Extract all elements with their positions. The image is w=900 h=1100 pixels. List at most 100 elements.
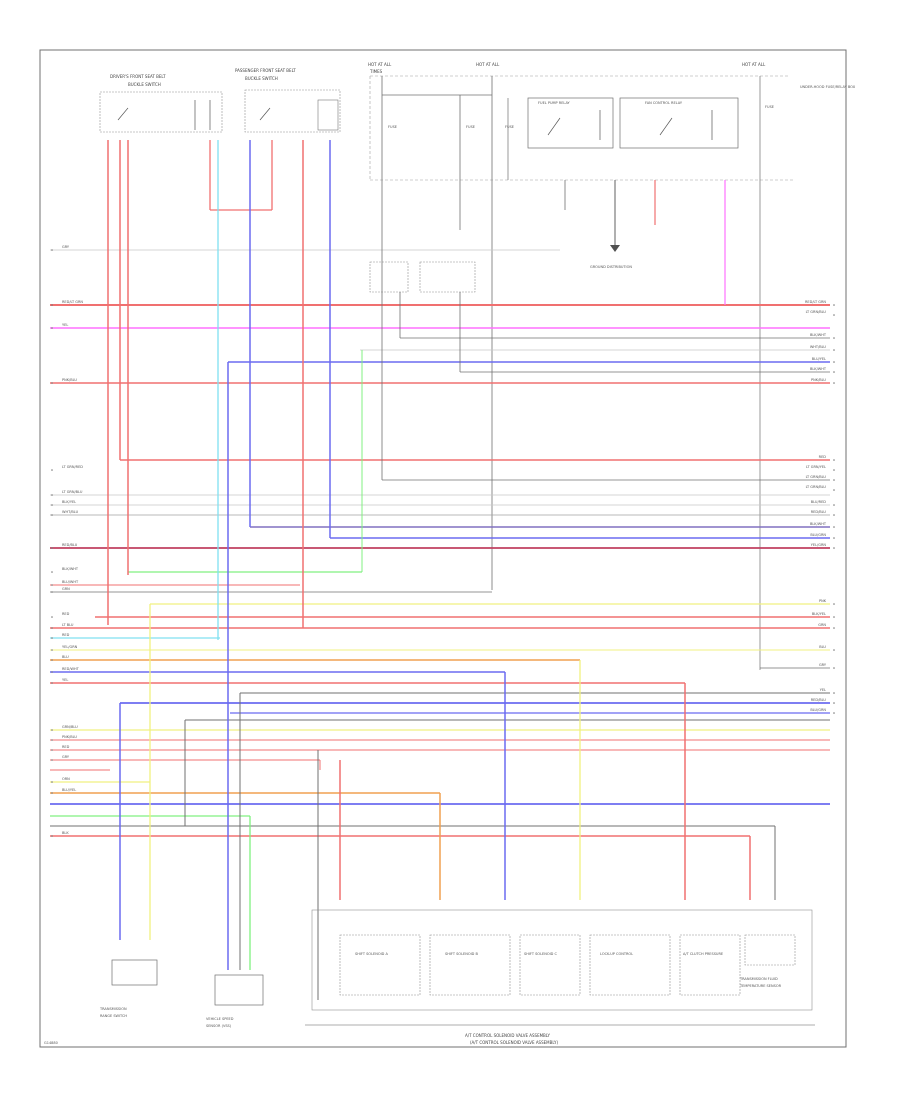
sol5-label: A/T CLUTCH PRESSURE [683,952,723,956]
right-wire-label: BLU/GRN [810,533,826,537]
right-wire-label: BLK/WHT [810,367,827,371]
sensor-mid-sub: SENSOR (VSS) [206,1024,232,1028]
left-wire-label: GRY [62,755,70,759]
ground-label: GROUND DISTRIBUTION [590,265,632,269]
top-switch-mid: PASSENGER FRONT SEAT BELT BUCKLE SWITCH [235,68,341,133]
left-wire-label: BLK [62,831,69,835]
right-wire-terminal [833,304,835,306]
sol1-label: SHIFT SOLENOID A [355,952,388,956]
left-wire-terminal [51,249,53,251]
right-wire-terminal [833,514,835,516]
right-wire-label: YEL [820,688,826,692]
right-wire-label: RED [819,455,827,459]
right-wire-terminal [833,361,835,363]
right-wire-label: RED/BLU [811,510,827,514]
left-wire-terminal [51,627,53,629]
left-wire-label: RED/BLU [62,543,78,547]
left-wire-terminal [51,835,53,837]
fuse1-label: FUSE [388,125,397,129]
fuse4-label: FUSE [765,105,774,109]
right-wire-terminal [833,526,835,528]
left-wire-label: LT BLU [62,623,74,627]
switch-left-sub: BUCKLE SWITCH [128,82,161,87]
left-wire-terminal [51,514,53,516]
right-wire-terminal [833,667,835,669]
right-wire-terminal [833,537,835,539]
right-wire-terminal [833,314,835,316]
left-wire-terminal [51,591,53,593]
right-wire-terminal [833,489,835,491]
left-wire-label: LT GRN/RED [62,465,83,469]
left-wire-label: RED [62,612,70,616]
left-wire-label: BLK/WHT [62,567,79,571]
sol6-label: TRANSMISSION FLUID [739,977,778,981]
right-wire-terminal [833,627,835,629]
title-line-1: A/T CONTROL SOLENOID VALVE ASSEMBLY [465,1033,550,1038]
left-wire-terminal [51,781,53,783]
right-wire-label: BLU/GRN [810,708,826,712]
fuse-relay-box: HOT AT ALL HOT AT ALL HOT AT ALL TIMES F… [368,62,856,670]
left-wire-terminal [51,469,53,471]
right-wire-label: YEL/GRN [811,543,827,547]
title-line-2: (A/T CONTROL SOLENOID VALVE ASSEMBLY) [470,1040,558,1045]
left-wire-terminal [51,659,53,661]
right-wire-terminal [833,616,835,618]
right-wire-terminal [833,469,835,471]
right-wire-terminal [833,349,835,351]
left-wire-terminal [51,327,53,329]
left-wire-terminal [51,504,53,506]
right-wire-label: PNK [819,599,827,603]
hot-label-1: HOT AT ALL [368,62,392,67]
sol2-label: SHIFT SOLENOID B [445,952,478,956]
fuse3-label: FUSE [505,125,514,129]
left-wire-terminal [51,729,53,731]
left-wire-terminal [51,304,53,306]
right-wire-terminal [833,371,835,373]
left-wire-label: YEL/GRN [62,645,78,649]
left-wire-terminal [51,584,53,586]
right-wire-label: BLU [819,645,826,649]
right-wire-label: LT GRN/BLU [806,475,827,479]
right-wire-label: RED/LT GRN [805,300,826,304]
right-wire-label: GRN [818,623,826,627]
right-wire-label: BLK/WHT [810,522,827,526]
left-wire-terminal [51,671,53,673]
left-wire-terminal [51,682,53,684]
hot-label-3: HOT AT ALL [742,62,766,67]
left-wire-label: BLU/YEL [62,788,76,792]
left-wire-label: BLK/YEL [62,500,76,504]
sensor-mid-label: VEHICLE SPEED [206,1017,234,1021]
right-wire-label: BLU/RED [811,500,827,504]
left-wire-label: LT GRN/BLU [62,490,83,494]
right-wire-label: BLK/WHT [810,333,827,337]
left-wire-label: WHT/BLU [62,510,79,514]
switch-left-label: DRIVER'S FRONT SEAT BELT [110,74,166,79]
top-switch-left: DRIVER'S FRONT SEAT BELT BUCKLE SWITCH [99,74,223,133]
left-wire-label: RED [62,745,70,749]
right-wire-terminal [833,702,835,704]
hot-label-2: HOT AT ALL [476,62,500,67]
right-wire-label: LT GRN/BLU [806,485,827,489]
left-wire-terminal [51,759,53,761]
right-wire-terminal [833,603,835,605]
right-box-label: UNDER-HOOD FUSE/RELAY BOX [800,85,856,89]
switch-mid-sub: BUCKLE SWITCH [245,76,278,81]
left-wire-label: BLU [62,655,69,659]
left-wire-label: YEL [62,678,68,682]
relay1-label: FUEL PUMP RELAY [538,101,571,105]
right-wire-label: LT GRN/YEL [806,465,826,469]
left-wire-terminal [51,616,53,618]
left-wire-label: RED [62,633,70,637]
left-wire-terminal [51,792,53,794]
left-wire-label: PNK/BLU [62,735,77,739]
left-wire-terminal [51,571,53,573]
left-wire-terminal [51,494,53,496]
right-wire-terminal [833,547,835,549]
right-wire-label: WHT/BLU [810,345,827,349]
right-wire-terminal [833,504,835,506]
right-wire-terminal [833,382,835,384]
right-wire-terminal [833,692,835,694]
vertical-wires [107,140,776,1000]
